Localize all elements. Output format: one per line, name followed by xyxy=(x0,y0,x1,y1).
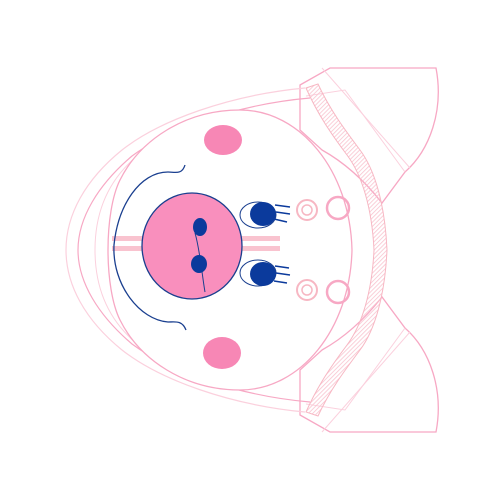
eye-top xyxy=(239,201,291,229)
cheek-top xyxy=(204,125,242,155)
button-ring-top xyxy=(296,195,351,221)
nostril-bottom xyxy=(191,255,207,273)
collar-stripe xyxy=(305,83,388,417)
nostril-top xyxy=(193,218,207,236)
cheek-bottom xyxy=(203,337,241,369)
mouth-curve xyxy=(113,164,187,331)
snout xyxy=(141,192,243,300)
button-ring-bottom xyxy=(296,279,351,305)
eye-bottom xyxy=(239,259,291,287)
